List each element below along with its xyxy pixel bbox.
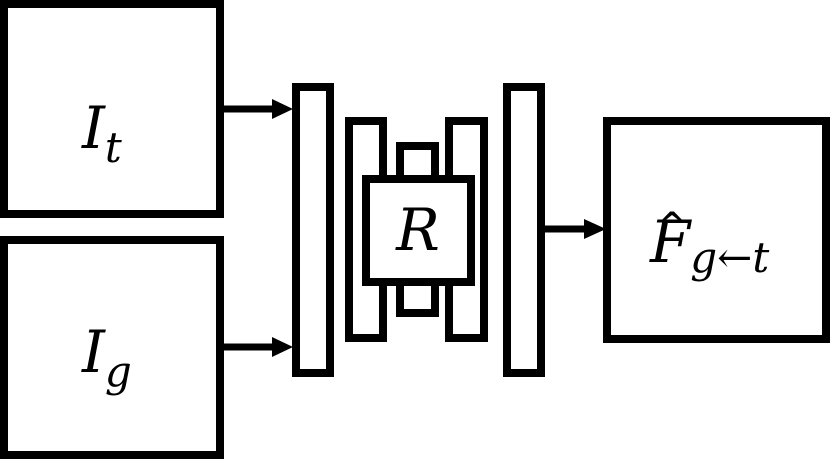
input-top-node: It — [0, 0, 224, 218]
output-hat: ^ — [655, 205, 689, 251]
output-main: F — [649, 208, 692, 276]
arrow-output-head — [584, 219, 606, 239]
output-node: ^ Fg←t — [603, 117, 830, 343]
input-bottom-node: Ig — [0, 236, 224, 459]
core-box — [362, 175, 475, 286]
core-label: R — [395, 196, 440, 264]
core-node: R — [362, 175, 475, 286]
arrow-top — [222, 99, 293, 119]
input-bottom-box — [0, 236, 224, 459]
output-subscript: g←t — [690, 233, 769, 282]
input-top-main: I — [81, 94, 106, 162]
output-box — [603, 117, 830, 343]
input-bottom-subscript: g — [105, 347, 132, 396]
input-top-subscript: t — [105, 123, 122, 172]
encoder-layer-1 — [292, 83, 334, 377]
decoder-layer-4 — [503, 83, 545, 377]
arrow-bottom-head — [272, 337, 293, 357]
input-top-label: It — [81, 94, 122, 172]
arrow-bottom — [222, 337, 293, 357]
input-bottom-label: Ig — [81, 318, 132, 396]
output-label: Fg←t — [649, 208, 769, 282]
arrow-output — [543, 219, 606, 239]
input-top-box — [0, 0, 224, 218]
input-bottom-main: I — [81, 318, 106, 386]
arrow-top-head — [272, 99, 293, 119]
